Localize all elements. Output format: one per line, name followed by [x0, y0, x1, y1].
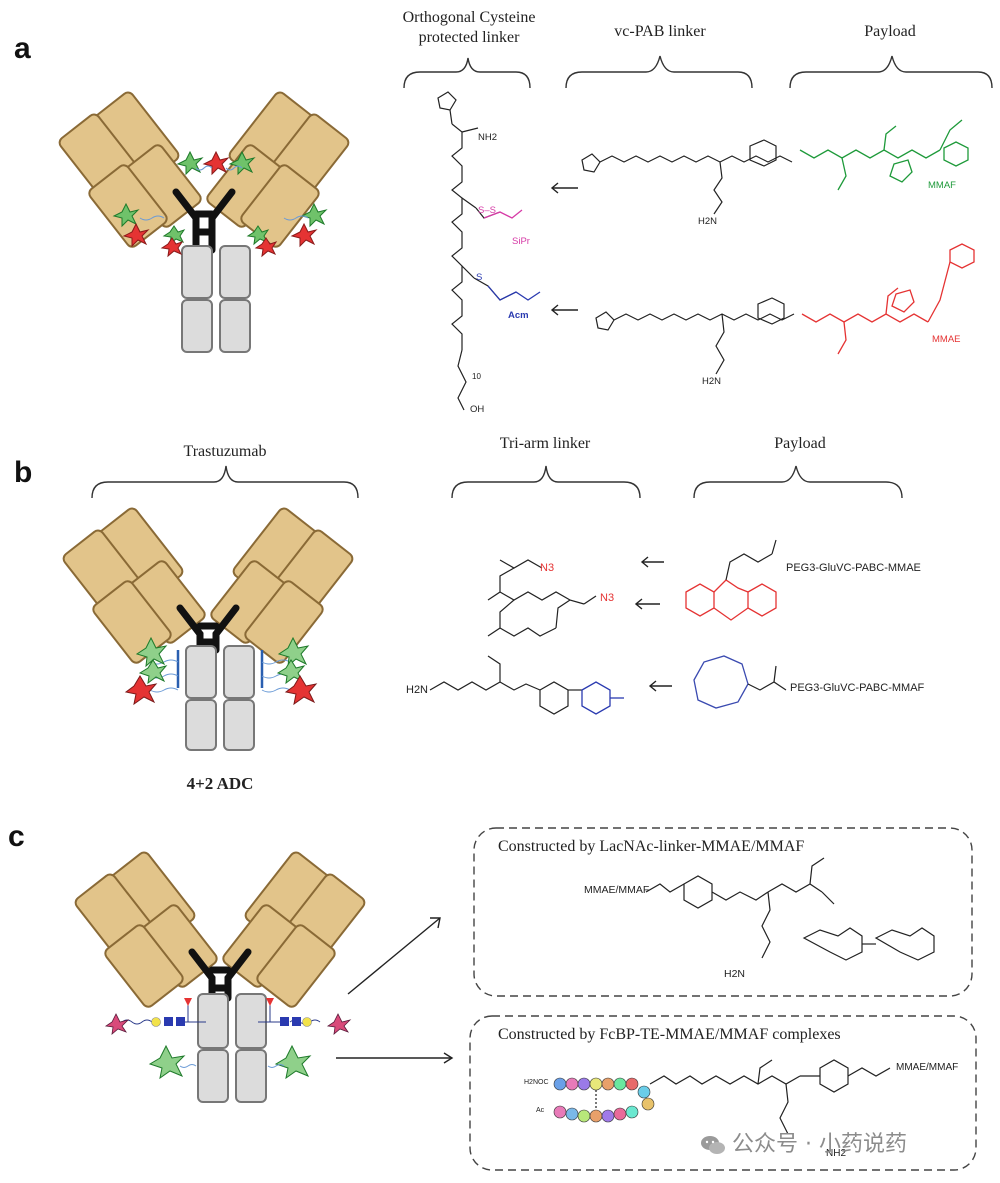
header-orthogonal-linker-line1: Orthogonal Cysteine — [402, 9, 536, 26]
dbco-structure — [685, 579, 777, 621]
box-fcbp — [469, 1015, 977, 1171]
payload-star-red — [202, 150, 230, 176]
orthogonal-linker-structure — [437, 91, 517, 411]
label-ss: S–S — [478, 205, 496, 216]
label-mmae: MMAE — [932, 334, 961, 345]
vcpab-mmae-chain — [595, 297, 795, 375]
panel-letter-b: b — [14, 456, 33, 489]
label-n3-top: N3 — [540, 562, 555, 574]
arrow-tco — [648, 680, 672, 692]
arrow-dbco — [634, 598, 660, 610]
label-box2-h2noc: H2NOC — [524, 1079, 549, 1086]
label-4plus2-adc: 4+2 ADC — [186, 774, 254, 793]
antibody-c — [74, 851, 366, 1103]
box-lacnac — [473, 827, 973, 997]
label-box2-payload: MMAE/MMAF — [896, 1062, 959, 1073]
header-payload-a: Payload — [864, 23, 916, 40]
brace-payload-b — [693, 465, 903, 499]
triarm-linker-structure — [429, 559, 597, 715]
arrow-to-box1 — [347, 917, 441, 995]
sipr-group-bonds — [483, 209, 523, 219]
arrow-dbco-top — [640, 556, 664, 568]
panel-letter-a: a — [14, 32, 31, 65]
fcbp-peptide-beads — [553, 1077, 655, 1123]
label-peg-mmae: PEG3-GluVC-PABC-MMAE — [786, 562, 921, 574]
box1-title: Constructed by LacNAc-linker-MMAE/MMAF — [498, 838, 805, 855]
label-peg-mmaf: PEG3-GluVC-PABC-MMAF — [790, 682, 925, 694]
watermark-text: 公众号 · 小药说药 — [732, 1132, 907, 1157]
label-s: S — [476, 272, 483, 283]
header-trastuzumab: Trastuzumab — [183, 443, 267, 460]
payload-star-green — [138, 659, 168, 685]
label-box1-payload: MMAE/MMAF — [584, 884, 650, 896]
label-box2-ac: Ac — [536, 1107, 545, 1114]
vcpab-mmaf-chain — [581, 139, 793, 215]
fcbp-te-linker-chain — [595, 1059, 891, 1135]
payload-star-green — [162, 225, 186, 246]
label-box2-nh2: NH2 — [826, 1148, 847, 1159]
tetrazine-ring — [581, 681, 624, 715]
label-nh2-a: NH2 — [478, 132, 498, 143]
label-oh-a: OH — [470, 404, 485, 415]
label-n3-right: N3 — [600, 592, 615, 604]
wechat-icon — [700, 1134, 726, 1156]
label-box1-h2n: H2N — [724, 968, 746, 980]
acm-group-bonds — [487, 285, 541, 301]
tco-linker-chain — [747, 665, 787, 691]
arrow-mmae-to-linker — [550, 304, 578, 316]
watermark: 公众号 · 小药说药 — [700, 1126, 907, 1158]
payload-star-green — [277, 636, 310, 668]
label-h2n-mmaf: H2N — [698, 216, 718, 227]
header-orthogonal-linker: Orthogonal Cysteine protected linker — [396, 8, 542, 48]
box2-title: Constructed by FcBP-TE-MMAE/MMAF complex… — [498, 1026, 841, 1043]
payload-star-green — [135, 636, 168, 668]
payload-star-red — [124, 675, 158, 706]
panel-letter-c: c — [8, 820, 25, 853]
label-h2n-mmae: H2N — [702, 376, 722, 387]
brace-trastuzumab — [91, 465, 359, 499]
payload-star-red — [254, 237, 278, 258]
arrow-to-box2 — [336, 1052, 454, 1064]
header-payload-b: Payload — [774, 435, 826, 452]
brace-linker-a — [403, 57, 531, 89]
label-sub10: 10 — [472, 372, 481, 381]
payload-star-green — [228, 150, 256, 176]
brace-payload-a — [789, 55, 993, 89]
header-orthogonal-linker-line2: protected linker — [418, 29, 520, 46]
label-h2n-b: H2N — [406, 684, 429, 696]
mmaf-payload-bonds — [799, 119, 969, 191]
mmae-payload-bonds — [801, 243, 975, 355]
brace-triarm — [451, 465, 641, 499]
label-acm: Acm — [508, 310, 529, 321]
payload-star-red — [122, 222, 150, 248]
antibody-a — [58, 91, 350, 353]
payload-star-red — [290, 222, 318, 248]
payload-star-red — [160, 237, 184, 258]
brace-vcpab — [565, 55, 753, 89]
antibody-b — [62, 507, 354, 751]
arrow-mmaf-to-linker — [550, 182, 578, 194]
label-mmaf: MMAF — [928, 180, 956, 191]
payload-star-red — [284, 675, 318, 706]
payload-star-glycan — [104, 1013, 130, 1035]
payload-star-green — [148, 1044, 186, 1080]
payload-star-green — [274, 1044, 312, 1080]
dbco-linker-chain — [725, 539, 777, 581]
header-triarm-linker: Tri-arm linker — [499, 435, 591, 452]
label-sipr: SiPr — [512, 236, 530, 247]
payload-star-glycan — [326, 1013, 352, 1035]
header-vcpab-linker: vc-PAB linker — [614, 23, 706, 40]
lacnac-structure — [645, 857, 935, 961]
